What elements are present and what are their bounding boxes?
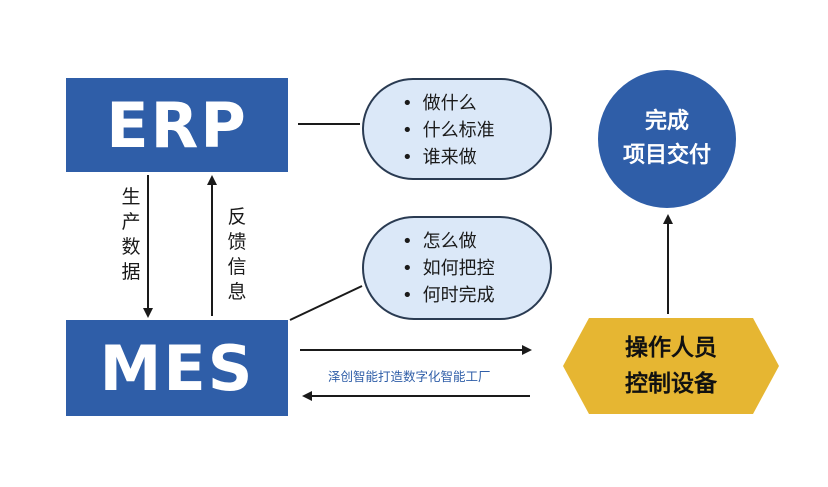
mes-box: MES <box>66 320 288 416</box>
list-item: 如何把控 <box>402 255 495 282</box>
delivery-line-2: 项目交付 <box>622 143 711 168</box>
feedback-info-label: 反馈信息 <box>227 206 247 303</box>
operators-line-1: 操作人员 <box>625 335 717 361</box>
operators-hexagon: 操作人员 控制设备 <box>563 318 779 414</box>
list-item: 谁来做 <box>402 144 495 171</box>
erp-label: ERP <box>106 88 248 162</box>
mes-questions-pill: 怎么做 如何把控 何时完成 <box>362 216 552 320</box>
erp-questions-list: 做什么 什么标准 谁来做 <box>402 90 495 171</box>
list-item: 何时完成 <box>402 282 495 309</box>
operators-text: 操作人员 控制设备 <box>563 318 779 414</box>
mes-pill-connector <box>289 285 363 321</box>
mes-label: MES <box>99 331 255 405</box>
company-caption: 泽创智能打造数字化智能工厂 <box>328 369 491 384</box>
list-item: 怎么做 <box>402 228 495 255</box>
mes-questions-list: 怎么做 如何把控 何时完成 <box>402 228 495 309</box>
erp-questions-pill: 做什么 什么标准 谁来做 <box>362 78 552 180</box>
hexagon-shape <box>563 318 779 414</box>
erp-box: ERP <box>66 78 288 172</box>
production-data-label: 生产数据 <box>121 186 141 283</box>
operators-line-2: 控制设备 <box>625 371 717 397</box>
list-item: 什么标准 <box>402 117 495 144</box>
project-delivery-circle: 完成 项目交付 <box>598 70 736 208</box>
delivery-line-1: 完成 <box>644 109 689 134</box>
list-item: 做什么 <box>402 90 495 117</box>
